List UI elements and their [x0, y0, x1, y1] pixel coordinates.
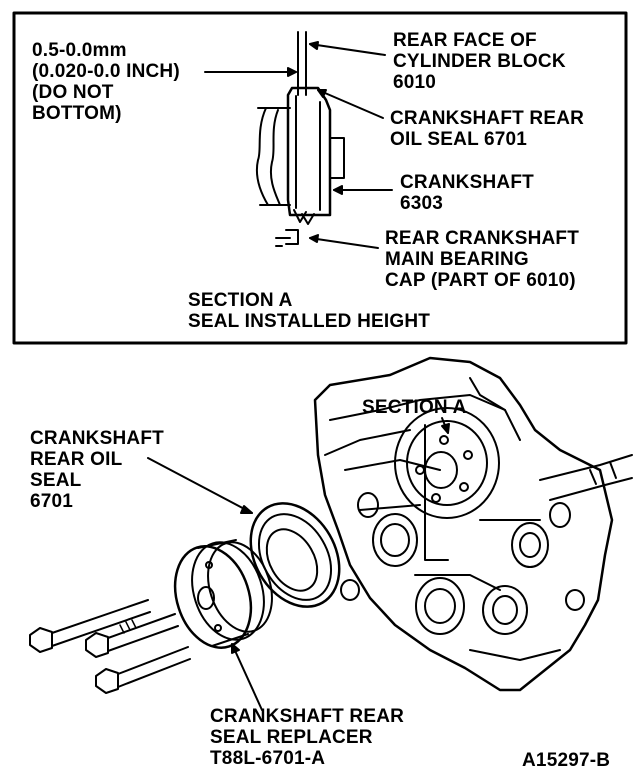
- bolts: [29, 599, 191, 694]
- clearance-label: 0.5-0.0mm (0.020-0.0 INCH) (DO NOT BOTTO…: [32, 40, 180, 124]
- section-a-callout: SECTION A: [362, 397, 467, 418]
- tool-label: CRANKSHAFT REAR SEAL REPLACER T88L-6701-…: [210, 706, 405, 769]
- section-box-frame: [12, 11, 628, 345]
- crankshaft-label: CRANKSHAFT 6303: [400, 172, 534, 214]
- oil-seal-label: CRANKSHAFT REAR OIL SEAL 6701: [30, 428, 164, 512]
- assembly-leaders: [147, 417, 450, 711]
- section-caption: SECTION A SEAL INSTALLED HEIGHT: [188, 290, 431, 332]
- figure-id: A15297-B: [522, 750, 611, 771]
- cylinder-block-drawing: [313, 356, 633, 692]
- seal-replacer-tool: [173, 539, 273, 649]
- section-cross-drawing: [256, 31, 345, 247]
- section-leaders: [204, 41, 393, 249]
- rear-face-label: REAR FACE OF CYLINDER BLOCK 6010: [393, 30, 566, 93]
- seal-label: CRANKSHAFT REAR OIL SEAL 6701: [390, 108, 585, 150]
- bearing-cap-label: REAR CRANKSHAFT MAIN BEARING CAP (PART O…: [385, 228, 580, 291]
